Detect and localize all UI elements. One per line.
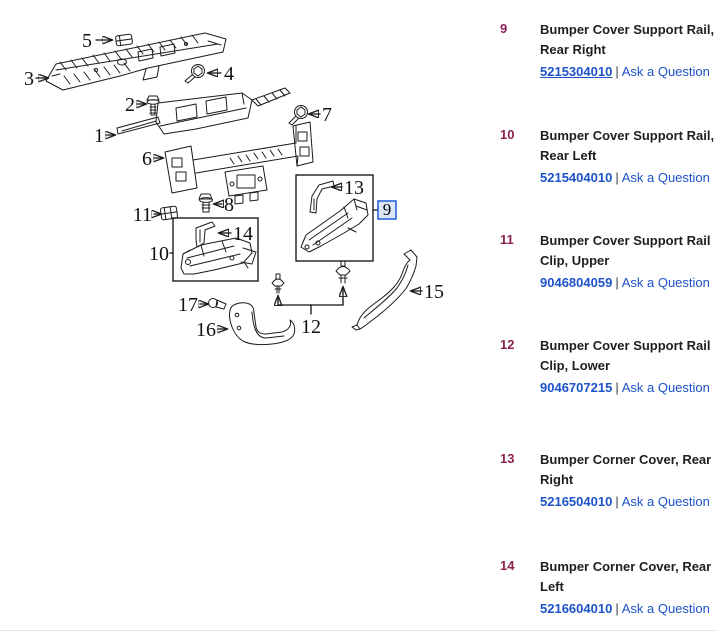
svg-text:8: 8 <box>224 194 234 216</box>
part-name: Bumper Corner Cover, Rear Left <box>540 559 712 594</box>
part-name: Bumper Cover Support Rail, Rear Left <box>540 128 715 163</box>
callout-12[interactable]: 12 <box>278 287 343 338</box>
svg-text:7: 7 <box>322 104 332 126</box>
callout-6[interactable]: 6 <box>142 148 163 170</box>
separator: | <box>615 275 619 290</box>
part-shape-cover-15 <box>351 249 418 331</box>
svg-text:17: 17 <box>178 294 198 316</box>
item-number: 12 <box>500 337 515 352</box>
svg-text:14: 14 <box>233 223 253 245</box>
callout-4[interactable]: 4 <box>208 63 234 85</box>
separator: | <box>615 494 619 509</box>
part-number-link[interactable]: 9046804059 <box>540 275 613 290</box>
parts-list: 9 Bumper Cover Support Rail, Rear Right … <box>480 0 717 636</box>
group-box-9-13 <box>295 174 374 262</box>
ask-question-link[interactable]: Ask a Question <box>621 494 710 509</box>
part-shape-bolt-4 <box>184 64 205 84</box>
ask-question-link[interactable]: Ask a Question <box>621 170 710 185</box>
part-shape-clip-12b <box>335 260 351 284</box>
svg-text:5: 5 <box>82 30 92 52</box>
part-shape-bolt-8 <box>198 193 213 213</box>
callout-3[interactable]: 3 <box>24 68 48 90</box>
part-name: Bumper Cover Support Rail Clip, Upper <box>540 233 711 268</box>
callout-2[interactable]: 2 <box>125 94 146 116</box>
callout-9-highlighted[interactable]: 9 <box>372 200 397 220</box>
ask-question-link[interactable]: Ask a Question <box>621 64 710 79</box>
separator: | <box>615 64 619 79</box>
svg-text:6: 6 <box>142 148 152 170</box>
callout-7[interactable]: 7 <box>309 104 332 126</box>
separator: | <box>615 170 619 185</box>
svg-text:13: 13 <box>344 177 364 199</box>
callout-5[interactable]: 5 <box>82 30 112 52</box>
part-name: Bumper Corner Cover, Rear Right <box>540 452 712 487</box>
svg-text:3: 3 <box>24 68 34 90</box>
part-number-link[interactable]: 5216504010 <box>540 494 613 509</box>
svg-text:2: 2 <box>125 94 135 116</box>
part-shape-cover-16 <box>229 302 296 346</box>
svg-text:16: 16 <box>196 319 216 341</box>
svg-text:1: 1 <box>94 125 104 147</box>
svg-text:12: 12 <box>301 316 321 338</box>
ask-question-link[interactable]: Ask a Question <box>621 275 710 290</box>
part-shape-frame-6 <box>164 121 314 205</box>
callout-10[interactable]: 10 <box>149 243 174 265</box>
svg-text:9: 9 <box>383 200 392 219</box>
separator: | <box>615 380 619 395</box>
part-number-link[interactable]: 5215404010 <box>540 170 613 185</box>
item-number: 9 <box>500 21 508 36</box>
svg-text:10: 10 <box>149 243 169 265</box>
item-number: 14 <box>500 558 515 573</box>
part-shape-rail-10 <box>180 237 257 275</box>
part-shape-rail-1 <box>116 87 291 135</box>
group-box-10-14 <box>172 217 259 282</box>
callout-13[interactable]: 13 <box>332 177 364 199</box>
svg-text:4: 4 <box>224 63 234 85</box>
callout-1[interactable]: 1 <box>94 125 115 147</box>
part-shape-clip-17 <box>208 298 227 310</box>
callout-16[interactable]: 16 <box>196 319 227 341</box>
callout-14[interactable]: 14 <box>219 223 253 245</box>
item-number: 13 <box>500 451 515 466</box>
part-number-link[interactable]: 5216604010 <box>540 601 613 616</box>
ask-question-link[interactable]: Ask a Question <box>621 601 710 616</box>
item-number: 11 <box>500 232 514 247</box>
svg-text:15: 15 <box>424 281 444 303</box>
part-name: Bumper Cover Support Rail Clip, Lower <box>540 338 711 373</box>
item-number: 10 <box>500 127 515 142</box>
separator: | <box>615 601 619 616</box>
callout-11[interactable]: 11 <box>133 204 161 226</box>
part-shape-bracket-13 <box>309 180 335 214</box>
callout-15[interactable]: 15 <box>411 281 444 303</box>
part-shape-bracket-14 <box>195 221 216 248</box>
part-shape-clip-5 <box>115 33 133 47</box>
part-shape-clip-12a <box>271 273 285 294</box>
parts-diagram: 5 3 4 2 1 6 7 8 11 14 10 13 <box>24 30 444 346</box>
part-shape-step-pad <box>45 32 227 91</box>
part-shape-bolt-7 <box>288 105 308 126</box>
callout-17[interactable]: 17 <box>178 294 208 316</box>
part-number-link[interactable]: 9046707215 <box>540 380 613 395</box>
part-number-link[interactable]: 5215304010 <box>540 64 613 79</box>
callout-8[interactable]: 8 <box>214 194 234 216</box>
ask-question-link[interactable]: Ask a Question <box>621 380 710 395</box>
part-shape-rail-9 <box>300 198 369 253</box>
bottom-divider <box>0 630 717 631</box>
svg-text:11: 11 <box>133 204 152 226</box>
part-name: Bumper Cover Support Rail, Rear Right <box>540 22 715 57</box>
